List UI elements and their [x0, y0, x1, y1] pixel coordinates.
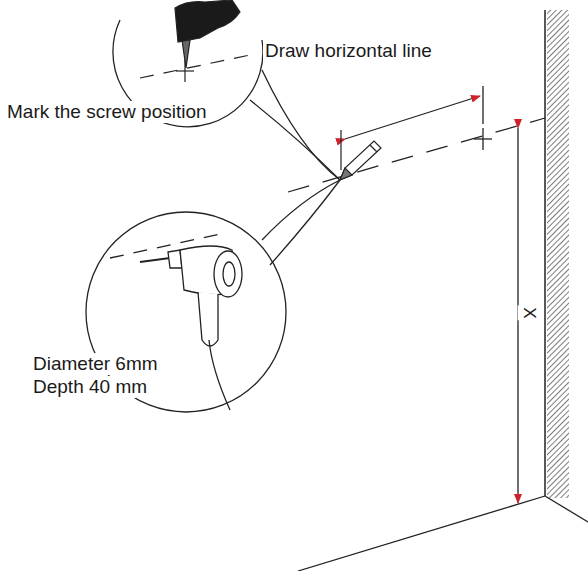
horizontal-line [288, 118, 545, 192]
dimension-label: X [518, 305, 540, 320]
hand-drawing [140, 0, 250, 82]
pencil [340, 141, 381, 180]
instruction-text: Diameter 6mm [31, 353, 160, 375]
screw-mark [474, 86, 492, 150]
instruction-text: Mark the screw position [5, 101, 209, 123]
instruction-text: Draw horizontal line [263, 40, 434, 62]
wall-hatching [547, 10, 569, 498]
instruction-text: Depth 40 mm [31, 376, 149, 398]
distance-dimension [345, 96, 480, 139]
